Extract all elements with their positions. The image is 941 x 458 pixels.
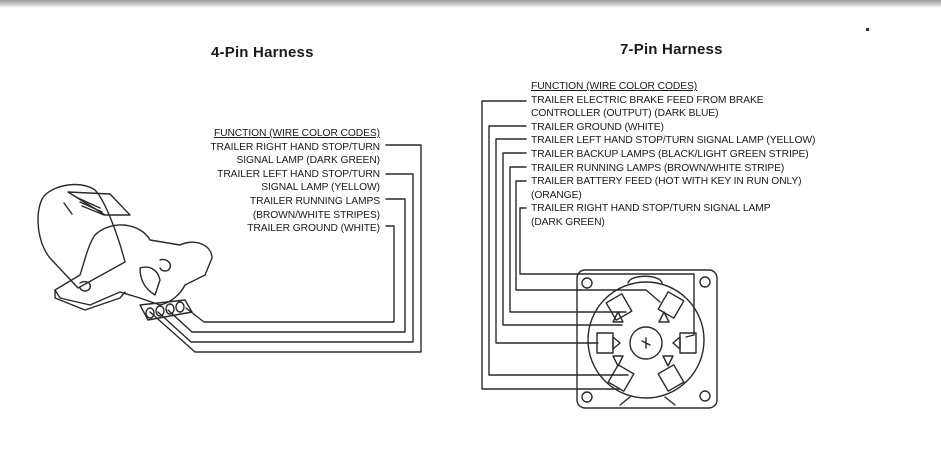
legend-line: CONTROLLER (OUTPUT) (DARK BLUE) (531, 108, 719, 120)
four-pin-legend: FUNCTION (WIRE COLOR CODES) TRAILER RIGH… (210, 127, 380, 236)
legend-line: TRAILER RUNNING LAMPS (BROWN/WHITE STRIP… (531, 162, 785, 174)
four-pin-title: 4-Pin Harness (211, 44, 314, 61)
legend-header: FUNCTION (WIRE COLOR CODES) (531, 81, 698, 92)
legend-line: SIGNAL LAMP (DARK GREEN) (236, 155, 380, 167)
legend-line: TRAILER GROUND (WHITE) (247, 223, 380, 235)
legend-line: (DARK GREEN) (531, 216, 605, 228)
seven-pin-title: 7-Pin Harness (620, 41, 723, 58)
seven-pin-wires (481, 100, 695, 390)
seven-pin-legend: FUNCTION (WIRE COLOR CODES) TRAILER ELEC… (531, 80, 815, 230)
legend-line: (ORANGE) (531, 189, 582, 201)
legend-line: TRAILER RIGHT HAND STOP/TURN SIGNAL LAMP (531, 203, 771, 215)
legend-line: TRAILER BATTERY FEED (HOT WITH KEY IN RU… (531, 176, 802, 188)
four-pin-wires (149, 144, 422, 353)
legend-line: TRAILER ELECTRIC BRAKE FEED FROM BRAKE (531, 94, 764, 106)
seven-pin-connector-icon (576, 269, 718, 409)
top-edge-shadow (0, 0, 941, 8)
legend-line: TRAILER RUNNING LAMPS (249, 195, 380, 207)
legend-line: SIGNAL LAMP (YELLOW) (261, 182, 380, 194)
legend-line: TRAILER LEFT HAND STOP/TURN SIGNAL LAMP … (531, 135, 816, 147)
four-pin-connector-icon (37, 183, 213, 321)
legend-line: (BROWN/WHITE STRIPES) (252, 209, 380, 221)
legend-line: TRAILER GROUND (WHITE) (531, 121, 664, 133)
stray-dot (866, 28, 869, 31)
legend-line: TRAILER LEFT HAND STOP/TURN (217, 168, 380, 180)
legend-line: TRAILER BACKUP LAMPS (BLACK/LIGHT GREEN … (531, 148, 809, 160)
legend-header: FUNCTION (WIRE COLOR CODES) (213, 128, 380, 139)
legend-line: TRAILER RIGHT HAND STOP/TURN (210, 141, 380, 153)
